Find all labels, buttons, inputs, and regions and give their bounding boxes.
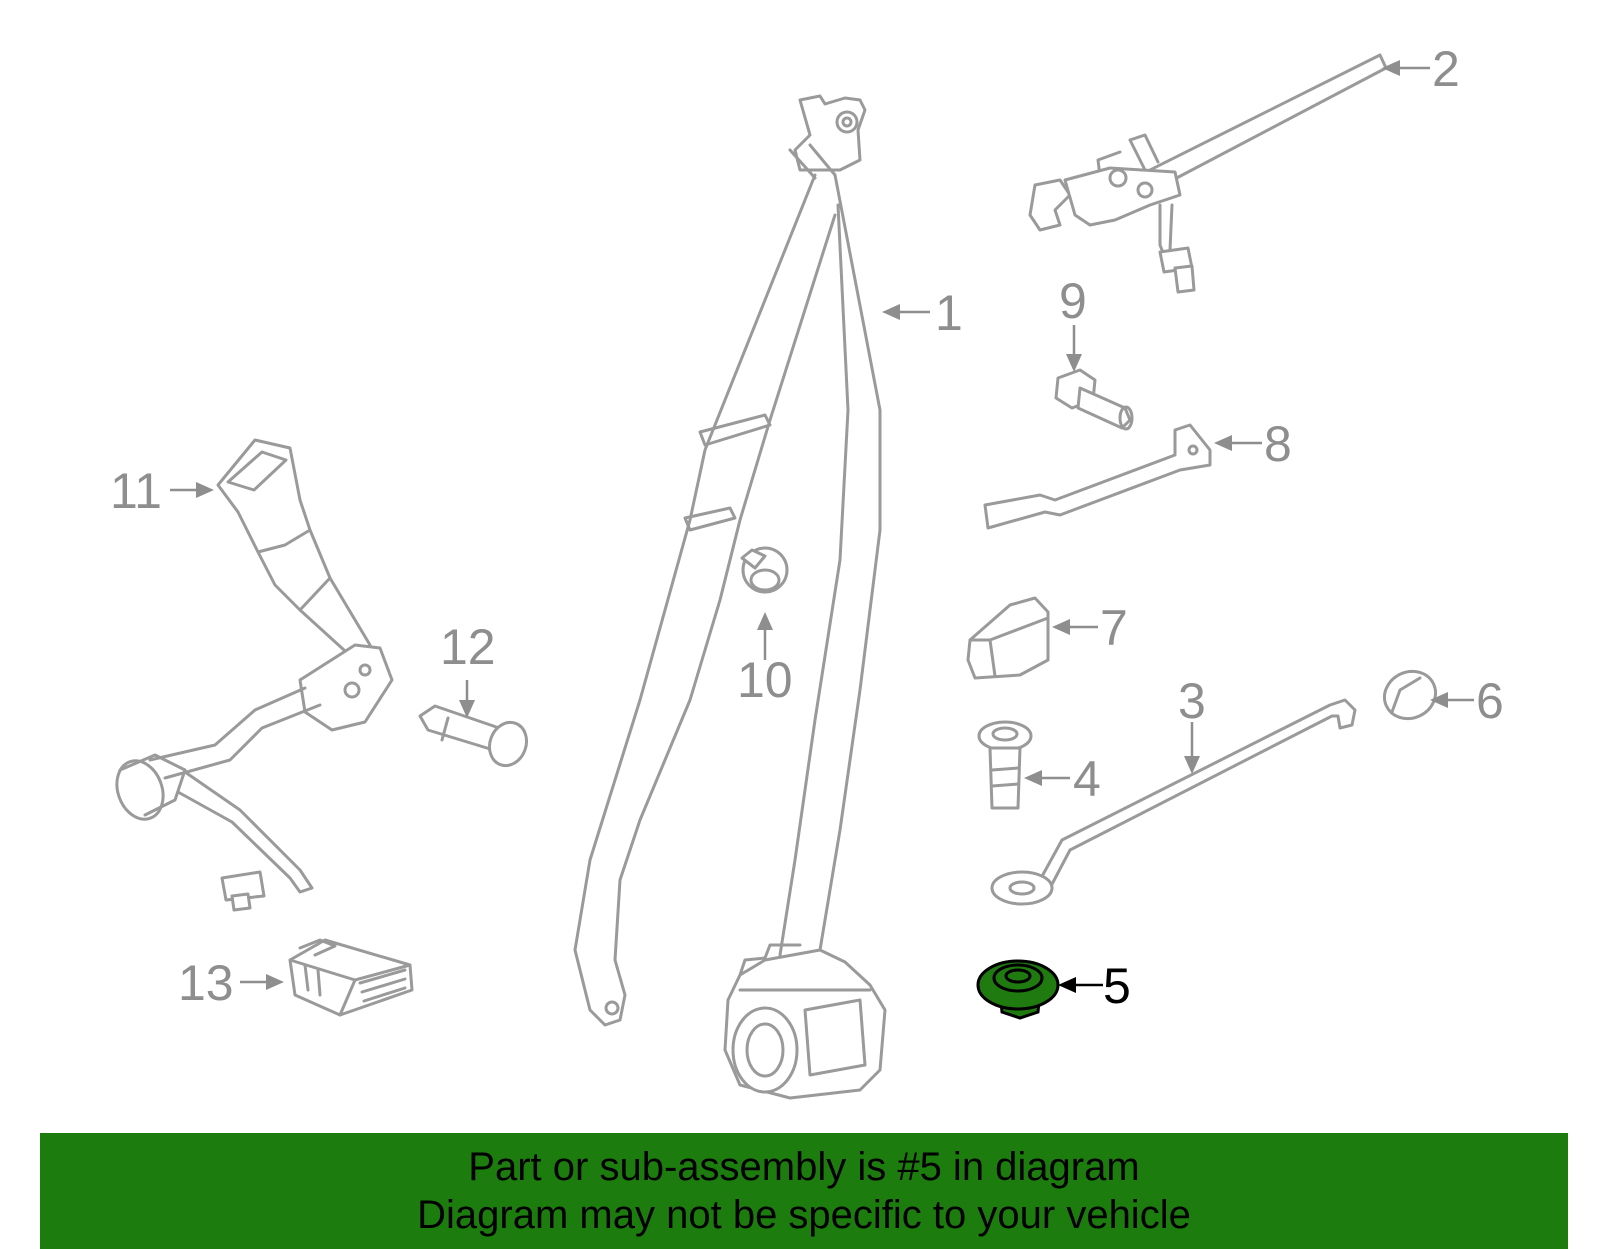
- banner-line-2: Diagram may not be specific to your vehi…: [417, 1193, 1191, 1237]
- part-3-anchor-rod[interactable]: [990, 698, 1357, 906]
- callout-2: 2: [1432, 41, 1460, 97]
- callout-10: 10: [737, 652, 793, 708]
- callout-7: 7: [1100, 600, 1128, 656]
- part-4-bolt[interactable]: [977, 720, 1033, 810]
- callout-12: 12: [440, 619, 496, 675]
- callout-9: 9: [1059, 273, 1087, 329]
- banner-line-1: Part or sub-assembly is #5 in diagram: [468, 1145, 1140, 1189]
- callout-11: 11: [110, 463, 162, 519]
- callout-5: 5: [1103, 958, 1131, 1014]
- callout-4: 4: [1073, 751, 1101, 807]
- callout-13: 13: [178, 955, 234, 1011]
- part-10-clip[interactable]: [740, 546, 789, 594]
- part-12-pin[interactable]: [418, 704, 532, 771]
- part-2-height-adjuster[interactable]: [1028, 53, 1388, 294]
- callout-8: 8: [1264, 416, 1292, 472]
- parts-diagram: 1 2 3 4 5 6 7 8 9 10 11 12 13: [109, 41, 1504, 1100]
- callout-1: 1: [935, 285, 963, 341]
- leaders: [170, 60, 1474, 993]
- part-11-buckle[interactable]: [109, 438, 394, 912]
- callout-6: 6: [1476, 673, 1504, 729]
- part-5-nut-highlighted[interactable]: [976, 959, 1060, 1020]
- part-1-seat-belt[interactable]: [573, 94, 887, 1100]
- part-9-bolt[interactable]: [1054, 368, 1134, 431]
- part-7-cover[interactable]: [966, 596, 1050, 680]
- part-6-cap[interactable]: [1377, 663, 1444, 727]
- info-banner: Part or sub-assembly is #5 in diagram Di…: [40, 1133, 1568, 1249]
- part-13-module[interactable]: [288, 938, 414, 1017]
- callout-3: 3: [1178, 673, 1206, 729]
- part-8-bracket[interactable]: [983, 423, 1212, 530]
- callout-labels: 1 2 3 4 5 6 7 8 9 10 11 12 13: [110, 41, 1504, 1014]
